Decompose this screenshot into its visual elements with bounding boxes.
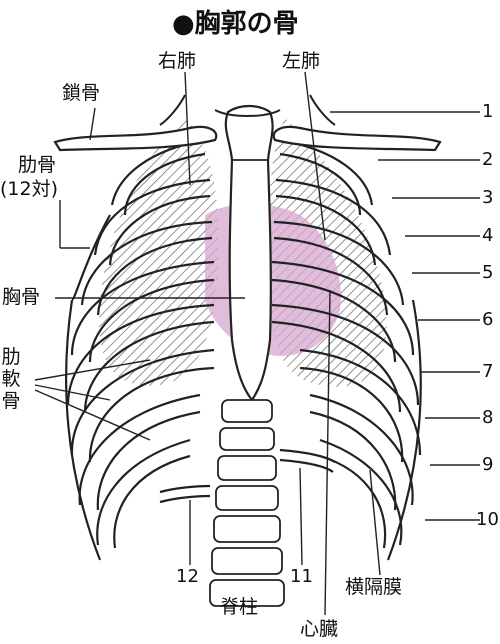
diagram-title: ●胸郭の骨 [172,9,299,39]
label-diaphragm: 横隔膜 [345,576,403,598]
rib [113,454,191,549]
label-costal-cartilage: 肋 軟 骨 [0,346,22,412]
label-heart: 心臓 [300,618,339,640]
costal-cartilage-char: 軟 [1,368,21,390]
rib [319,438,403,546]
rib [93,178,211,256]
rib-number-4: 4 [482,225,494,246]
rib [96,236,213,316]
vertebra [211,547,283,575]
rib [271,320,402,413]
rib [66,303,215,406]
rib-12 [159,494,211,504]
label-sternum: 胸骨 [2,286,41,308]
rib [299,366,404,463]
vertebra [221,399,273,423]
rib [273,236,389,316]
rib-number-3: 3 [482,187,494,208]
clavicle-left [53,125,218,152]
rib-number-8: 8 [482,407,494,428]
vertebra [219,427,275,451]
rib-12 [159,484,211,494]
label-ribs-count: (12対) [0,178,59,200]
rib-number-10: 10 [476,509,499,530]
rib-11 [279,458,334,473]
rib [70,348,215,456]
rib-number-12: 12 [176,566,199,587]
rib [386,299,422,561]
rib [271,303,420,406]
sternum-bone [224,104,274,402]
rib [309,393,414,506]
vertebra [217,455,277,481]
costal-cartilage-char: 骨 [1,390,21,412]
label-right-lung: 右肺 [158,50,197,72]
rib [96,410,201,511]
rib [275,178,392,256]
rib-number-5: 5 [482,262,494,283]
label-ribs: 肋骨 [18,154,57,176]
rib-11 [279,448,336,463]
rib [309,410,397,511]
rib [319,454,387,549]
rib [65,299,102,561]
rib [70,260,215,356]
right-lung-area [99,118,219,386]
vertebra [209,579,285,607]
rib [80,220,213,306]
rib [70,214,111,302]
rib-number-11: 11 [290,566,313,587]
rib-number-2: 2 [482,149,494,170]
rib-number-7: 7 [482,361,494,382]
rib [271,260,415,356]
costal-cartilage-char: 肋 [1,346,21,368]
clavicle-right [272,125,442,152]
label-spine: 脊柱 [220,596,259,618]
vertebra [215,485,279,511]
rib-number-9: 9 [482,454,494,475]
label-clavicle: 鎖骨 [62,82,101,104]
label-left-lung: 左肺 [282,50,321,72]
rib [96,438,191,546]
rib-number-1: 1 [482,101,494,122]
rib [273,220,405,306]
vertebra [213,515,281,543]
rib-number-6: 6 [482,309,494,330]
rib [78,393,201,506]
rib [88,366,215,463]
rib [83,320,215,413]
